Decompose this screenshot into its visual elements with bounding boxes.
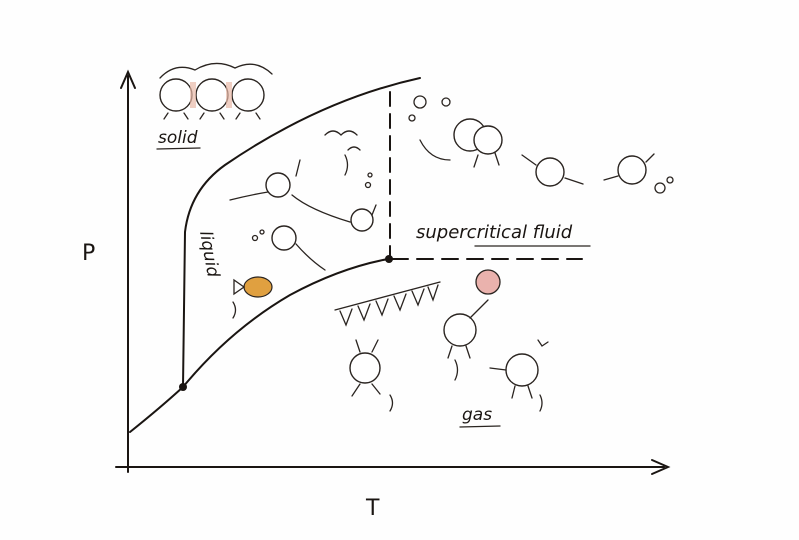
x-axis-label: T: [365, 496, 380, 521]
sublimation-curve: [129, 386, 184, 433]
melting-curve: [182, 77, 421, 388]
solid-label: solid: [158, 128, 198, 148]
x-axis-arrow-icon: [651, 459, 671, 475]
fish-icon: [243, 276, 273, 298]
solid-molecules-illustration: [159, 62, 273, 120]
supercritical-fluid-label: supercritical fluid: [416, 222, 573, 243]
bunting-string: [334, 281, 441, 311]
supercritical-molecules-illustration: [408, 95, 674, 194]
y-axis-label: P: [82, 241, 95, 266]
vaporization-curve: [182, 258, 389, 388]
liquid-molecules-illustration: [229, 130, 377, 319]
gas-underline: [459, 425, 501, 428]
y-axis-arrow-icon: [120, 69, 136, 89]
gas-molecules-illustration: [334, 269, 549, 412]
bunting-flags-icon: [339, 284, 439, 327]
solid-underline: [156, 147, 201, 150]
liquid-label: liquid: [195, 229, 223, 278]
balloon-icon: [475, 269, 501, 295]
critical-point: [385, 255, 393, 263]
music-note-icon: [537, 339, 549, 347]
triple-point: [179, 383, 187, 391]
gas-label: gas: [462, 405, 492, 425]
